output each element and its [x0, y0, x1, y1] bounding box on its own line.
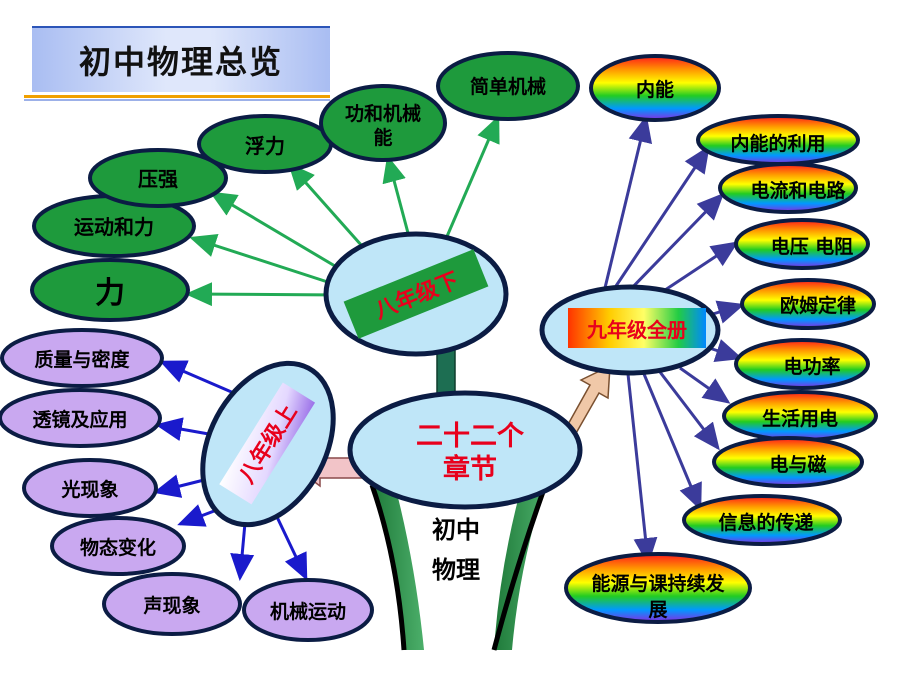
title-underline-orange	[24, 95, 330, 98]
topic-label: 光现象	[60, 478, 118, 501]
page-title: 初中物理总览	[78, 43, 283, 81]
topic-node-simple-machines[interactable]: 简单机械	[436, 51, 580, 121]
grade8-lower-topic-nodes: 力 运动和力 压强 浮力 功和机械能 简单机械	[30, 51, 580, 322]
topic-node-light[interactable]: 光现象	[22, 458, 158, 518]
topic-label: 机械运动	[270, 600, 346, 623]
topic-node-electric-power[interactable]: 电功率	[734, 338, 870, 390]
topic-node-states-of-matter[interactable]: 物态变化	[50, 516, 186, 576]
right-block-arrow	[565, 364, 611, 437]
stem-label-line1: 初中	[432, 516, 480, 544]
topic-label-line1: 能源与课持续发	[591, 572, 725, 595]
topic-label: 电流和电路	[750, 179, 846, 202]
topic-node-force[interactable]: 力	[30, 258, 190, 322]
topic-node-energy-use[interactable]: 内能的利用	[696, 114, 860, 166]
topic-label: 内能的利用	[730, 132, 825, 155]
topic-label: 透镜及应用	[32, 408, 127, 431]
topic-label: 简单机械	[470, 75, 546, 98]
topic-label: 电功率	[783, 355, 840, 378]
grade9-hub[interactable]: 九年级全册	[539, 284, 721, 376]
topic-node-internal-energy[interactable]: 内能	[589, 54, 721, 122]
title-underline-blue	[24, 99, 330, 101]
topic-label: 内能	[636, 78, 674, 101]
grade8-upper-hub[interactable]: 八年级上	[176, 341, 359, 547]
topic-label: 电与磁	[769, 453, 826, 476]
topic-label: 质量与密度	[34, 348, 130, 371]
topic-label: 声现象	[142, 594, 200, 617]
topic-node-buoyancy[interactable]: 浮力	[197, 114, 333, 174]
stem	[369, 470, 551, 651]
center-node[interactable]: 二十二个 章节	[347, 390, 583, 510]
center-label-line1: 二十二个	[416, 421, 525, 452]
topic-node-pressure[interactable]: 压强	[88, 148, 228, 208]
topic-node-voltage-resistance[interactable]: 电压 电阻	[734, 218, 870, 270]
topic-node-electromagnetism[interactable]: 电与磁	[712, 436, 864, 488]
topic-label: 功和机械能	[345, 102, 421, 149]
topic-node-current-circuit[interactable]: 电流和电路	[718, 162, 858, 214]
topic-label: 欧姆定律	[780, 294, 856, 317]
topic-label: 运动和力	[74, 215, 154, 239]
topic-node-motion-force[interactable]: 运动和力	[32, 194, 196, 258]
topic-label-line2: 展	[648, 599, 667, 621]
topic-label: 压强	[138, 167, 178, 191]
grade9-links	[602, 115, 745, 565]
topic-node-energy-sustainability[interactable]: 能源与课持续发 展	[564, 552, 752, 624]
topic-label: 信息的传递	[718, 511, 813, 534]
topic-label: 力	[95, 276, 125, 311]
topic-node-mechanical-motion[interactable]: 机械运动	[242, 578, 374, 642]
grade9-label: 九年级全册	[586, 318, 687, 342]
grade8-lower-hub[interactable]: 八年级下	[323, 231, 509, 357]
topic-label: 浮力	[245, 134, 285, 158]
topic-node-work-energy[interactable]: 功和机械能	[319, 84, 447, 162]
topic-label: 物态变化	[80, 536, 156, 559]
topic-node-ohms-law[interactable]: 欧姆定律	[740, 278, 876, 330]
topic-node-sound[interactable]: 声现象	[102, 572, 242, 636]
topic-node-mass-density[interactable]: 质量与密度	[0, 328, 164, 388]
topic-node-lenses[interactable]: 透镜及应用	[0, 388, 162, 448]
grade9-topic-nodes: 内能 内能的利用 电流和电路 电压 电阻 欧姆定律 电功率 生活用电 电与磁	[564, 54, 878, 624]
grade8-upper-topic-nodes: 质量与密度 透镜及应用 光现象 物态变化 声现象 机械运动	[0, 328, 374, 642]
topic-node-household-electricity[interactable]: 生活用电	[722, 390, 878, 442]
grade8-lower-links	[185, 115, 500, 307]
title-banner: 初中物理总览	[32, 26, 330, 92]
topic-label: 生活用电	[762, 407, 838, 430]
topic-node-information-transfer[interactable]: 信息的传递	[682, 494, 842, 546]
topic-label: 电压 电阻	[771, 235, 854, 258]
stem-label-line2: 物理	[432, 556, 480, 584]
center-label-line2: 章节	[443, 453, 497, 485]
